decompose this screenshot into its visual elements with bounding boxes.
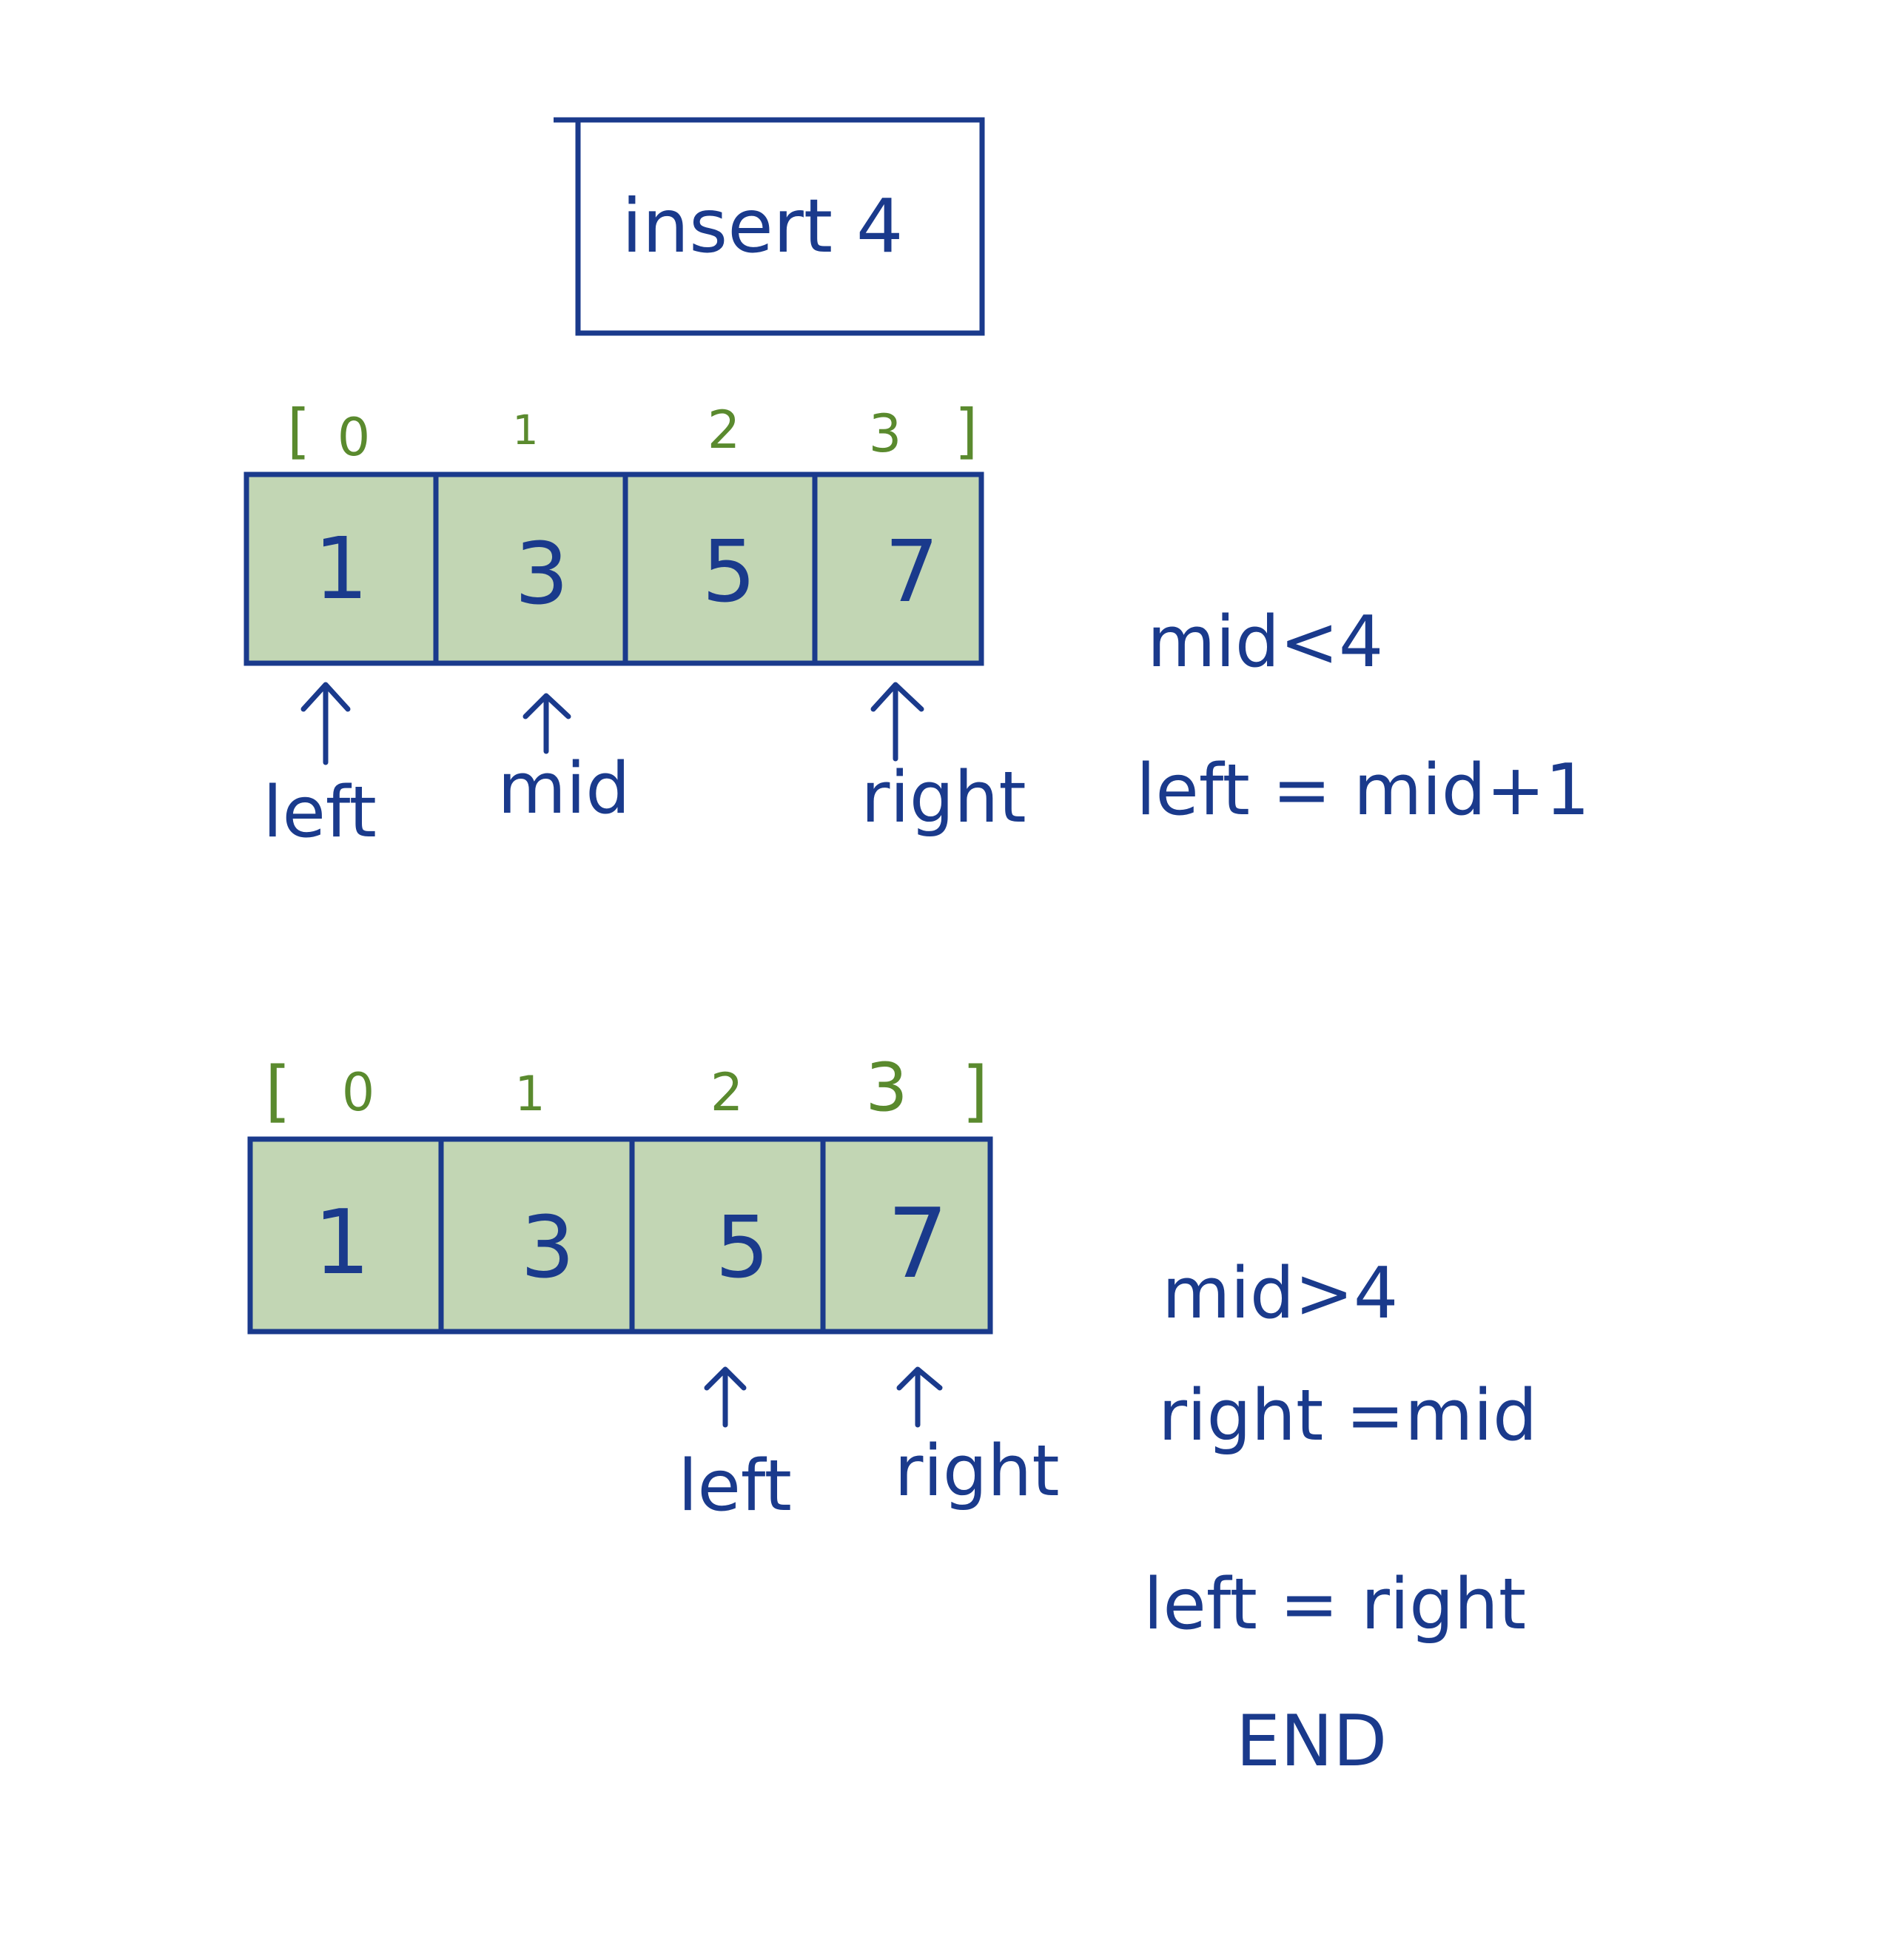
index-label: 1 [514, 1067, 545, 1122]
note-text: left = right [1143, 1564, 1526, 1645]
cell-value: 5 [715, 1198, 769, 1298]
step-1: [ 0 1 2 3 ] 1 3 5 7 left mid right [243, 397, 1590, 853]
index-label: 3 [869, 403, 902, 464]
up-arrow-icon [896, 1366, 943, 1428]
array-cell [247, 1136, 444, 1335]
index-open-bracket: [ [287, 397, 310, 466]
cell-value: 7 [884, 523, 938, 622]
array: 1 3 5 7 [247, 1136, 993, 1335]
note-text: left = mid+1 [1136, 750, 1590, 831]
notes: mid<4 left = mid+1 [1136, 602, 1590, 831]
title-box: insert 4 [554, 117, 985, 336]
index-close-bracket: ] [955, 397, 978, 466]
step-2: [ 0 1 2 3 ] 1 3 5 7 left right mid>4 rig… [247, 1049, 1537, 1782]
pointer-mid: mid [497, 693, 631, 830]
pointer-label: left [263, 772, 377, 853]
up-arrow-icon [704, 1366, 747, 1428]
array-cell [438, 1136, 635, 1335]
up-arrow-icon [300, 682, 351, 765]
array-cell [622, 471, 818, 666]
notes: mid>4 right =mid left = right END [1143, 1253, 1537, 1782]
index-label: 0 [337, 407, 371, 468]
up-arrow-icon [522, 693, 571, 754]
pointer-label: mid [497, 748, 630, 830]
note-text: mid<4 [1147, 602, 1383, 683]
pointer-right: right [861, 682, 1026, 839]
note-text: right =mid [1158, 1375, 1537, 1457]
pointer-left: left [263, 682, 377, 853]
index-label: 1 [513, 406, 539, 454]
index-label: 0 [342, 1062, 375, 1123]
cell-value: 1 [314, 1192, 370, 1295]
pointer-label: right [894, 1431, 1059, 1512]
array-cell [629, 1136, 826, 1335]
index-label: 2 [708, 400, 741, 460]
pointer-label: left [678, 1446, 792, 1527]
cell-value: 5 [702, 523, 756, 622]
cell-value: 7 [887, 1187, 949, 1300]
up-arrow-icon [870, 682, 924, 762]
note-text: mid>4 [1162, 1253, 1398, 1335]
pointer-right: right [894, 1366, 1060, 1512]
array-cell [433, 471, 628, 666]
note-text: END [1236, 1701, 1387, 1782]
array-cell [820, 1136, 993, 1335]
array: 1 3 5 7 [243, 471, 984, 666]
cell-value: 3 [514, 525, 568, 624]
cell-value: 3 [520, 1198, 574, 1298]
title-text: insert 4 [622, 183, 904, 269]
index-label: 3 [865, 1049, 907, 1127]
pointer-label: right [861, 757, 1026, 839]
array-cell [243, 471, 439, 666]
cell-value: 1 [314, 520, 368, 619]
index-label: 2 [710, 1062, 744, 1123]
array-cell [812, 471, 984, 666]
index-open-bracket: [ [265, 1053, 291, 1130]
pointer-left: left [678, 1366, 792, 1527]
index-close-bracket: ] [962, 1053, 988, 1130]
